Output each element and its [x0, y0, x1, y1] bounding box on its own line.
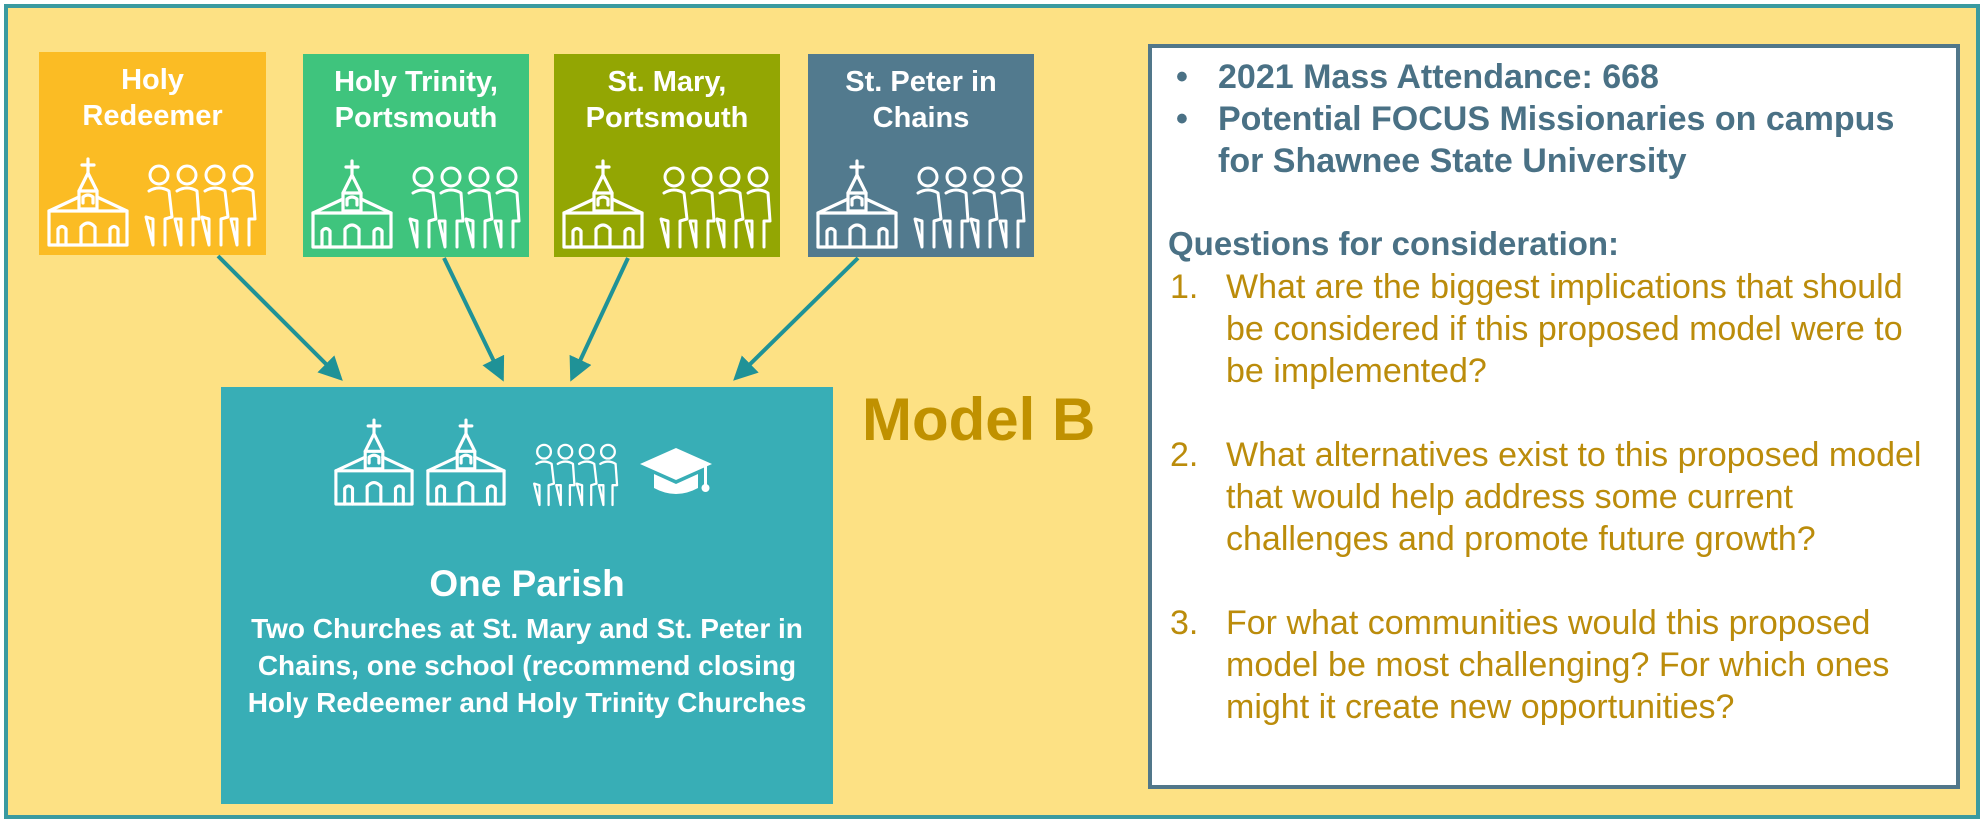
church-icon [424, 418, 508, 508]
arrow [733, 256, 860, 381]
parish-name: Holy Redeemer [82, 64, 223, 132]
question-list: 1. What are the biggest implications tha… [1166, 266, 1946, 770]
question-text: For what communities would this proposed… [1226, 604, 1890, 726]
question-number: 1. [1170, 268, 1199, 306]
question-text: What are the biggest implications that s… [1226, 268, 1903, 390]
info-panel: • 2021 Mass Attendance: 668 • Potential … [1148, 44, 1960, 789]
question-number: 2. [1170, 436, 1199, 474]
parish-box-holy-trinity: Holy Trinity, Portsmouth [303, 54, 529, 257]
question-text: What alternatives exist to this proposed… [1226, 436, 1922, 558]
list-item: • Potential FOCUS Missionaries on campus… [1166, 98, 1946, 182]
merged-parish-title: One Parish [429, 563, 625, 604]
parish-name: St. Peter in Chains [845, 66, 997, 134]
parish-box-st-peter: St. Peter in Chains [808, 54, 1034, 257]
parish-box-holy-redeemer: Holy Redeemer [39, 52, 266, 255]
model-label: Model B [862, 386, 1096, 453]
question-number: 3. [1170, 604, 1199, 642]
list-item: 3. For what communities would this propo… [1166, 602, 1946, 728]
questions-heading: Questions for consideration: [1168, 225, 1620, 262]
people-icon [522, 438, 630, 508]
list-item: 1. What are the biggest implications tha… [1166, 266, 1946, 392]
parish-box-st-mary: St. Mary, Portsmouth [554, 54, 780, 257]
merged-parish-description: Two Churches at St. Mary and St. Peter i… [247, 613, 807, 718]
arrow [569, 257, 630, 382]
bullet-list: • 2021 Mass Attendance: 668 • Potential … [1166, 56, 1946, 182]
merged-parish-box: One Parish Two Churches at St. Mary and … [221, 387, 833, 804]
bullet-text: Potential FOCUS Missionaries on campus f… [1218, 100, 1895, 180]
merged-icons [332, 414, 722, 514]
bullet-text: 2021 Mass Attendance: 668 [1218, 58, 1659, 96]
list-item: • 2021 Mass Attendance: 668 [1166, 56, 1946, 98]
bullet-marker: • [1176, 100, 1188, 138]
church-icon [332, 418, 416, 508]
graduation-cap-icon [638, 444, 714, 500]
parish-name: St. Mary, Portsmouth [585, 66, 749, 134]
bullet-marker: • [1176, 58, 1188, 96]
list-item: 2. What alternatives exist to this propo… [1166, 434, 1946, 560]
arrow [216, 254, 343, 381]
arrow [442, 257, 505, 382]
parish-name: Holy Trinity, Portsmouth [334, 66, 498, 134]
